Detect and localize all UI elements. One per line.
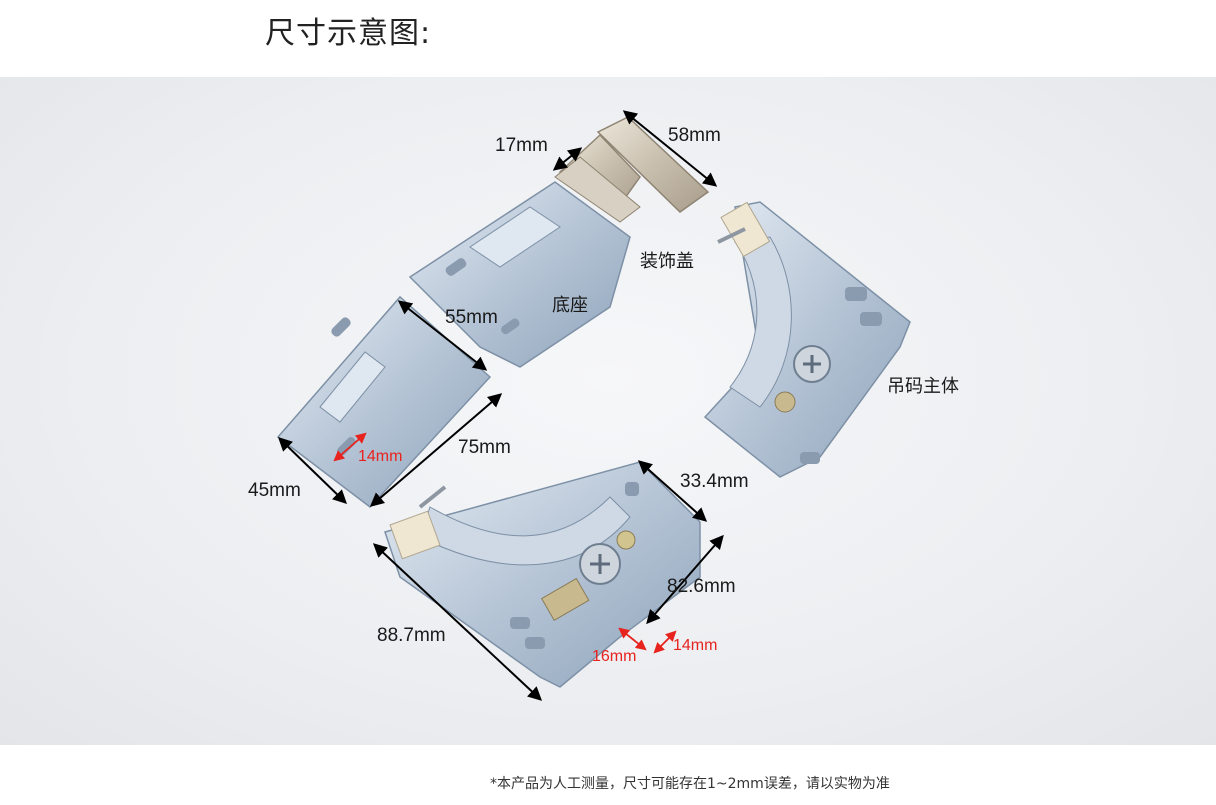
- hanger-body-lower: [384, 461, 701, 688]
- body-slot-b-label: 14mm: [673, 637, 718, 654]
- dimension-lines: [277, 110, 724, 701]
- product-illustration: [276, 110, 911, 701]
- base-width-label: 45mm: [248, 480, 301, 501]
- page-title: 尺寸示意图:: [265, 16, 432, 51]
- base-slot-label: 14mm: [358, 448, 403, 465]
- body-length-label: 88.7mm: [377, 625, 446, 646]
- cover-length-label: 58mm: [668, 125, 721, 146]
- cover-width-label: 17mm: [495, 135, 548, 156]
- hanger-body-upper: [703, 201, 911, 478]
- cover-name-label: 装饰盖: [640, 251, 694, 271]
- base-name-label: 底座: [552, 295, 588, 315]
- base-height-label: 55mm: [445, 307, 498, 328]
- product-photo: 17mm 58mm 装饰盖 底座 55mm 75mm 45mm 14mm 吊码主…: [0, 77, 1216, 745]
- body-width-label: 33.4mm: [680, 471, 749, 492]
- body-height-label: 82.6mm: [667, 576, 736, 597]
- body-slot-a-label: 16mm: [592, 648, 637, 665]
- base-length-label: 75mm: [458, 437, 511, 458]
- hanger-name-label: 吊码主体: [887, 376, 959, 396]
- measurement-footnote: *本产品为人工测量，尺寸可能存在1~2mm误差，请以实物为准: [490, 776, 890, 792]
